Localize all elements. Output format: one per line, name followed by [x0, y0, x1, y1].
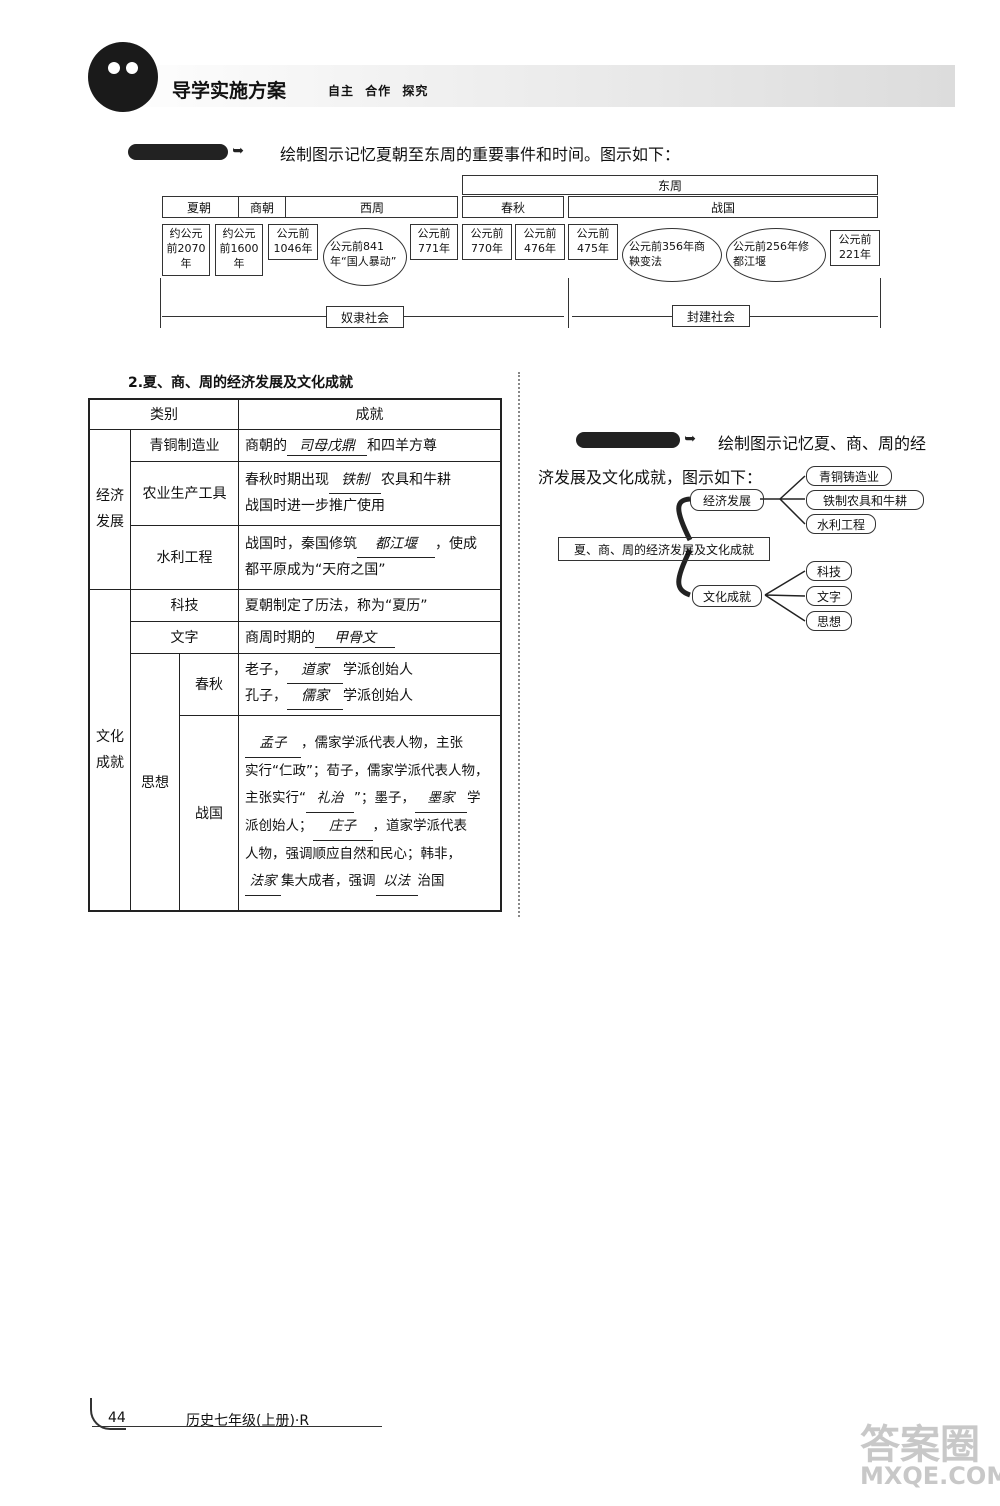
- answer: 墨家: [415, 785, 467, 813]
- society-slave: 奴隶社会: [326, 306, 404, 328]
- row-tech: 夏朝制定了历法，称为“夏历”: [238, 588, 502, 622]
- table-header-achievement: 成就: [238, 398, 502, 430]
- mindmap-connectors: [676, 475, 806, 622]
- section2-heading: 2.夏、商、周的经济发展及文化成就: [128, 375, 354, 391]
- date-box: 公元前221年: [830, 230, 880, 266]
- answer: 儒家: [287, 684, 343, 710]
- row-water: 战国时，秦国修筑都江堰，使成都平原成为“天府之国”: [238, 524, 502, 590]
- date-box: 公元前771年: [410, 224, 458, 260]
- divider: [160, 278, 161, 328]
- date-box: 公元前475年: [568, 224, 618, 260]
- period-xia: 夏朝: [186, 200, 211, 215]
- date-box: 公元前1046年: [268, 224, 318, 260]
- mindmap-leaf: 水利工程: [806, 514, 876, 534]
- table-header-category: 类别: [88, 398, 239, 430]
- row-spring: 老子，道家学派创始人 孔子，儒家学派创始人: [238, 652, 502, 716]
- mindmap-culture: 文化成就: [692, 585, 762, 607]
- row-writing: 商周时期的甲骨文: [238, 620, 502, 654]
- mindmap-leaf: 青铜铸造业: [806, 466, 892, 486]
- header-subtitle: 自主 合作 探究: [328, 84, 429, 98]
- page-number: 44: [108, 1410, 126, 1426]
- divider: [880, 278, 881, 328]
- answer: 以法: [375, 868, 418, 896]
- event-dujiangyan: 公元前256年修都江堰: [726, 228, 826, 282]
- answer: 礼治: [306, 785, 354, 813]
- row-bronze: 商朝的司母戊鼎和四羊方尊: [238, 428, 502, 462]
- watermark: 答案圈: [860, 1422, 980, 1468]
- column-divider: [518, 372, 520, 917]
- answer: 都江堰: [357, 532, 435, 558]
- mindmap-leaf: 铁制农具和牛耕: [806, 490, 924, 510]
- answer: 法家: [245, 868, 281, 896]
- answer: 道家: [287, 658, 343, 684]
- date-box: 约公元前1600年: [215, 224, 263, 276]
- mindmap-economy: 经济发展: [690, 489, 764, 511]
- period-row-left: [162, 196, 458, 218]
- date-box: 约公元前2070年: [162, 224, 210, 276]
- mindmap-leaf: 文字: [806, 586, 852, 606]
- row-warring: 孟子，儒家学派代表人物，主张 实行“仁政”；荀子，儒家学派代表人物， 主张实行“…: [238, 714, 502, 912]
- answer: 司母戊鼎: [287, 435, 367, 456]
- answer: 铁制: [329, 468, 381, 494]
- answer: 甲骨文: [315, 627, 395, 648]
- group-economy: 经济发展: [88, 428, 131, 590]
- row-label-tech: 科技: [130, 588, 239, 622]
- book-title: 历史七年级(上册)·R: [186, 1413, 310, 1429]
- period-shang: 商朝: [238, 196, 286, 218]
- event-shangyang-bianfa: 公元前356年商鞅变法: [622, 228, 722, 282]
- mindmap-intro-line2: 济发展及文化成就，图示如下：: [538, 468, 763, 487]
- mascot-icon: [88, 42, 158, 112]
- header-band: [95, 65, 955, 107]
- header-title: 导学实施方案: [172, 80, 287, 102]
- row-label-water: 水利工程: [130, 524, 239, 590]
- period-chunqiu: 春秋: [462, 196, 564, 218]
- society-feudal: 封建社会: [672, 305, 750, 327]
- mindmap-leaf: 思想: [806, 611, 852, 631]
- answer: 庄子: [312, 813, 373, 841]
- period-dongzhou: 东周: [462, 175, 878, 195]
- timeline-intro: 绘制图示记忆夏朝至东周的重要事件和时间。图示如下：: [280, 145, 681, 164]
- footer-decoration: [90, 1398, 126, 1430]
- mindmap-intro-line1: 绘制图示记忆夏、商、周的经: [718, 434, 927, 453]
- mindmap-leaf: 科技: [806, 561, 852, 581]
- footer-rule: [92, 1426, 382, 1427]
- row-label-warring: 战国: [179, 714, 239, 912]
- period-zhanguo: 战国: [568, 196, 878, 218]
- divider: [568, 278, 569, 328]
- row-label-writing: 文字: [130, 620, 239, 654]
- date-box: 公元前476年: [515, 224, 565, 260]
- answer: 孟子: [245, 730, 301, 758]
- study-helper-marker: ➥: [128, 143, 244, 160]
- row-label-thought: 思想: [130, 652, 180, 912]
- study-helper-marker: ➥: [576, 431, 696, 448]
- row-label-bronze: 青铜制造业: [130, 428, 239, 462]
- row-label-agri: 农业生产工具: [130, 460, 239, 526]
- row-agri: 春秋时期出现铁制农具和牛耕战国时进一步推广使用: [238, 460, 502, 526]
- event-guoren-baodong: 公元前841年“国人暴动”: [323, 228, 407, 286]
- row-label-spring: 春秋: [179, 652, 239, 716]
- date-box: 公元前770年: [462, 224, 512, 260]
- watermark-url: MXQE.COM: [860, 1462, 1000, 1490]
- group-culture: 文化成就: [88, 588, 131, 912]
- period-xizhou: 西周: [359, 200, 384, 215]
- mindmap-root: 夏、商、周的经济发展及文化成就: [558, 537, 770, 561]
- achievements-table: 类别 成就 经济发展 青铜制造业 商朝的司母戊鼎和四羊方尊 农业生产工具 春秋时…: [88, 398, 502, 912]
